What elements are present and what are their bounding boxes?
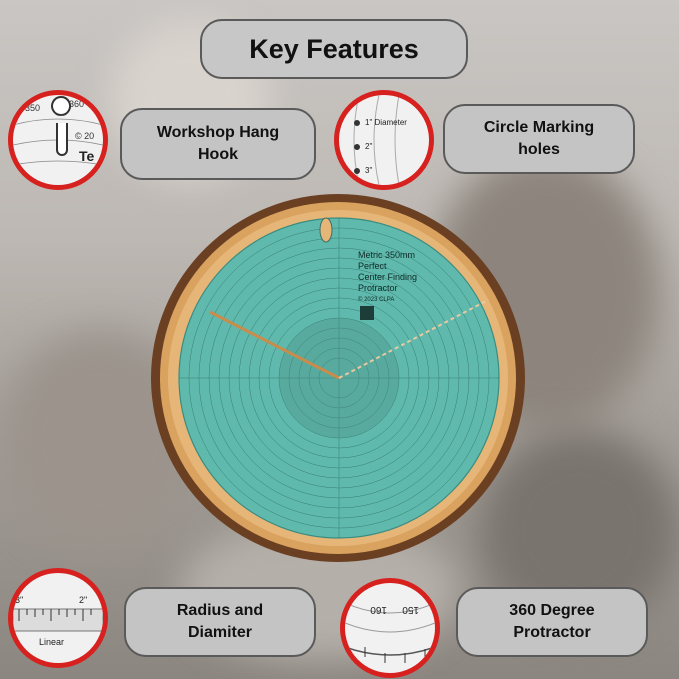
hang-hook-closeup: 350 360 © 20 Te <box>13 96 103 166</box>
page-title: Key Features <box>249 33 419 64</box>
hook-copyright: © 20 <box>75 131 94 141</box>
feature-radius-label: Radius and Diamiter <box>176 602 264 641</box>
hook-text-fragment: Te <box>79 148 95 164</box>
qr-code-icon <box>360 306 374 320</box>
protractor-label-4: Protractor <box>358 283 398 293</box>
feature-circle-holes-badge: Circle Marking holes <box>443 104 635 174</box>
protractor-label-3: Center Finding <box>358 272 417 282</box>
hang-hook-inset: 350 360 © 20 Te <box>8 90 108 190</box>
protractor-copyright: © 2023 CLPA <box>358 296 394 303</box>
hole-label-2: 2" <box>365 142 372 151</box>
wood-slice-protractor: Metric 350mm Perfect Center Finding Prot… <box>151 194 525 562</box>
radius-inset: 3" Linear 2" <box>8 568 108 668</box>
hole-label-1: 1" Diameter <box>365 118 407 127</box>
ruler-closeup: 3" Linear 2" <box>13 595 103 647</box>
protractor-label-1: Metric 350mm <box>358 250 415 260</box>
circle-holes-closeup: 1" Diameter 2" 3" <box>353 95 407 185</box>
hook-tick-350: 350 <box>25 103 40 113</box>
title-badge: Key Features <box>200 19 468 79</box>
protractor-inset: 160 150 <box>340 578 440 678</box>
circle-holes-inset: 1" Diameter 2" 3" <box>334 90 434 190</box>
protractor-tick-160: 160 <box>370 604 387 615</box>
protractor-tick-150: 150 <box>402 604 419 615</box>
feature-protractor-label: 360 Degree Protractor <box>509 602 595 641</box>
feature-hang-hook-label: Workshop Hang Hook <box>156 124 280 163</box>
ruler-label-3: 3" <box>15 595 23 605</box>
feature-protractor-badge: 360 Degree Protractor <box>456 587 648 657</box>
protractor-label-2: Perfect <box>358 261 387 271</box>
hook-tick-360: 360 <box>69 99 84 109</box>
hole-label-3: 3" <box>365 166 372 175</box>
product-image: Metric 350mm Perfect Center Finding Prot… <box>148 190 528 565</box>
feature-circle-holes-label: Circle Marking holes <box>483 119 595 158</box>
feature-hang-hook-badge: Workshop Hang Hook <box>120 108 316 180</box>
ruler-label-2: 2" <box>79 595 87 605</box>
protractor-closeup: 160 150 <box>345 602 435 663</box>
ruler-label-linear: Linear <box>39 637 64 647</box>
feature-radius-badge: Radius and Diamiter <box>124 587 316 657</box>
